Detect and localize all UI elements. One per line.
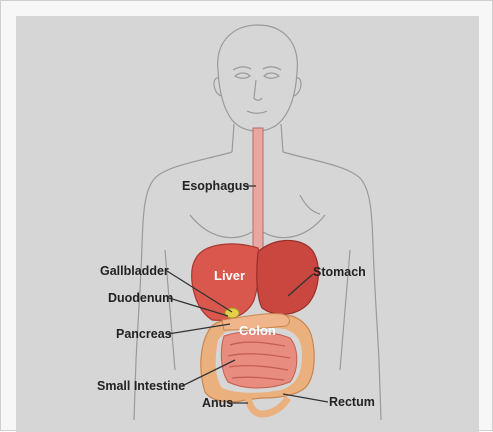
rectum xyxy=(248,398,288,414)
label-gallbladder: Gallbladder xyxy=(100,264,169,278)
label-rectum: Rectum xyxy=(329,395,375,409)
esophagus xyxy=(253,128,263,265)
small-intestine xyxy=(221,332,296,388)
label-duodenum: Duodenum xyxy=(108,291,173,305)
eye-left xyxy=(235,73,250,78)
label-colon: Colon xyxy=(239,323,276,338)
label-small-intestine: Small Intestine xyxy=(97,379,185,393)
label-esophagus: Esophagus xyxy=(182,179,249,193)
label-liver: Liver xyxy=(214,268,245,283)
eye-right xyxy=(264,73,279,78)
label-stomach: Stomach xyxy=(313,265,366,279)
head-outline xyxy=(218,25,298,131)
label-anus: Anus xyxy=(202,396,233,410)
label-pancreas: Pancreas xyxy=(116,327,172,341)
